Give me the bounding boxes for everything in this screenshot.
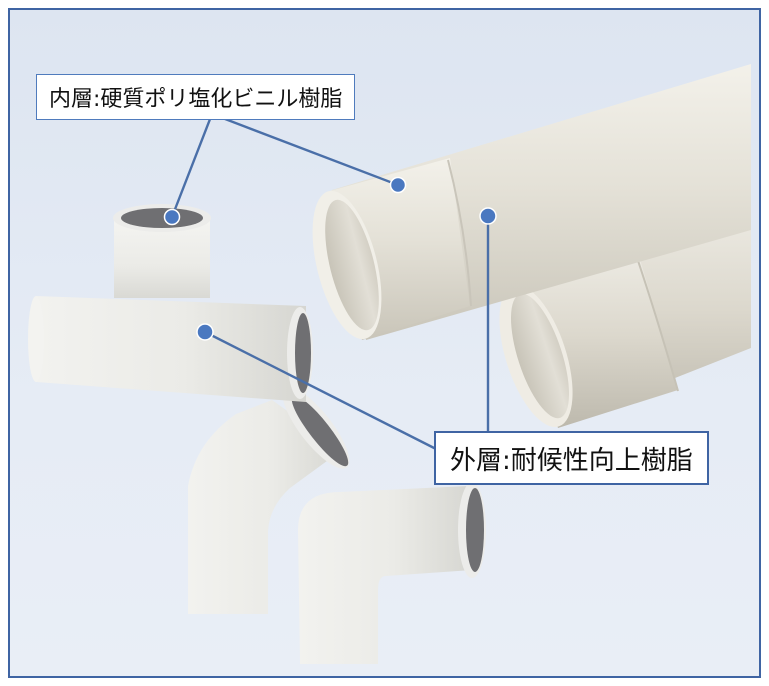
marker-dot-pipe-inner: [389, 176, 407, 194]
leader-lines: [170, 112, 490, 453]
tee-fitting: [28, 204, 313, 402]
marker-dot-tee-outer: [196, 323, 214, 341]
diagram-frame: 内層:硬質ポリ塩化ビニル樹脂 外層:耐候性向上樹脂: [8, 8, 761, 678]
pipe-scene: [28, 64, 751, 664]
leader-outer-to-tee: [204, 330, 441, 453]
leader-inner-to-tee: [170, 113, 214, 218]
outer-layer-callout: 外層:耐候性向上樹脂: [434, 431, 709, 485]
marker-dot-tee-inner: [163, 208, 181, 226]
marker-dot-pipe-outer: [479, 207, 497, 225]
leader-inner-to-pipe: [211, 112, 399, 187]
upper-pipe: [312, 64, 751, 340]
lower-pipe: [499, 195, 751, 428]
angle-fitting: [188, 387, 350, 614]
inner-layer-callout: 内層:硬質ポリ塩化ビニル樹脂: [36, 74, 356, 120]
marker-dots: [163, 176, 497, 341]
elbow-fitting: [298, 482, 486, 664]
